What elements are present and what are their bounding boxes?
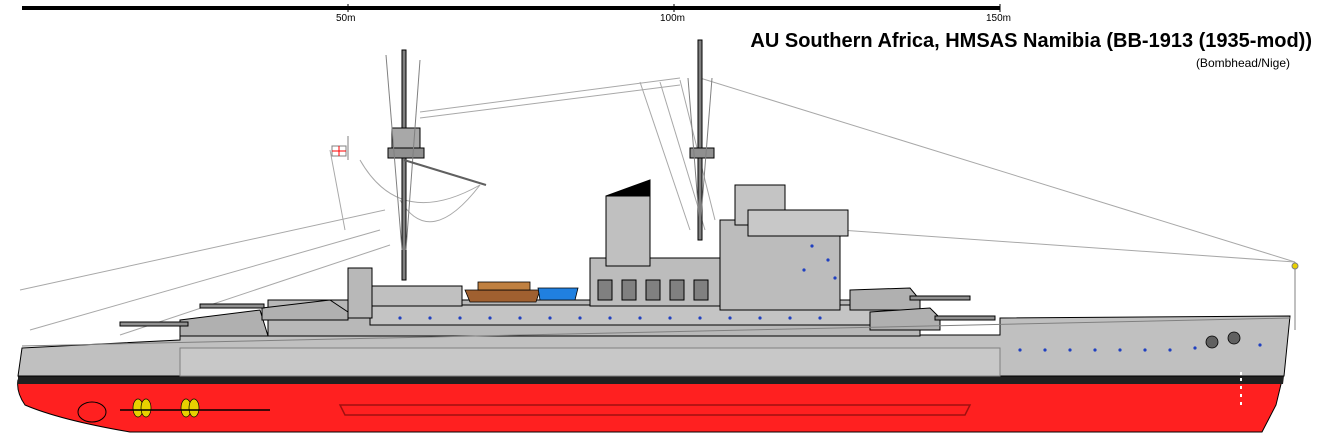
scale-bar bbox=[22, 4, 1001, 12]
ship-title: AU Southern Africa, HMSAS Namibia (BB-19… bbox=[750, 30, 1312, 52]
turrets bbox=[119, 287, 996, 337]
scale-label-150m: 150m bbox=[986, 13, 1012, 24]
scale-label-100m: 100m bbox=[660, 13, 686, 24]
hull bbox=[17, 315, 1291, 433]
scale-label-50m: 50m bbox=[336, 13, 356, 24]
ships-boats bbox=[464, 281, 579, 303]
rudder-icon bbox=[77, 401, 107, 423]
masts bbox=[331, 39, 1299, 330]
propeller-icon bbox=[132, 398, 200, 418]
portholes bbox=[398, 244, 1262, 352]
ensign-flag-icon bbox=[331, 136, 349, 160]
superstructure bbox=[267, 179, 921, 337]
deck-edge bbox=[21, 317, 1291, 347]
ship-credit: (Bombhead/Nige) bbox=[1195, 56, 1290, 70]
anchor-icon bbox=[1205, 331, 1241, 349]
